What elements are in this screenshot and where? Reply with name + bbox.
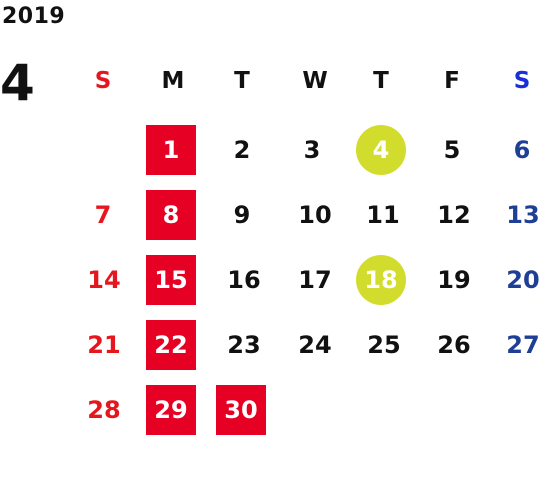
day-cell-18[interactable]: 18: [356, 255, 406, 305]
day-cell-19[interactable]: 19: [429, 255, 479, 305]
day-number: 29: [154, 396, 188, 424]
day-cell-25[interactable]: 25: [359, 320, 409, 370]
day-cell-9[interactable]: 9: [217, 190, 267, 240]
day-number: 26: [437, 331, 471, 359]
month-number: 4: [0, 54, 35, 112]
day-cell-3[interactable]: 3: [287, 125, 337, 175]
weekday-tuesday: T: [234, 68, 250, 94]
day-number: 13: [506, 201, 540, 229]
day-cell-23[interactable]: 23: [219, 320, 269, 370]
day-number: 7: [94, 201, 112, 229]
day-number: 22: [154, 331, 188, 359]
day-cell-27[interactable]: 27: [498, 320, 548, 370]
day-number: 19: [437, 266, 471, 294]
day-number: 11: [366, 201, 400, 229]
day-cell-11[interactable]: 11: [358, 190, 408, 240]
day-cell-10[interactable]: 10: [290, 190, 340, 240]
day-cell-2[interactable]: 2: [217, 125, 267, 175]
day-cell-28[interactable]: 28: [79, 385, 129, 435]
weekday-wednesday: W: [302, 68, 328, 94]
day-number: 4: [372, 136, 390, 164]
day-number: 17: [298, 266, 332, 294]
day-cell-13[interactable]: 13: [498, 190, 548, 240]
day-number: 24: [298, 331, 332, 359]
day-cell-1[interactable]: 1: [146, 125, 196, 175]
day-cell-14[interactable]: 14: [79, 255, 129, 305]
day-number: 23: [227, 331, 261, 359]
day-cell-15[interactable]: 15: [146, 255, 196, 305]
day-number: 5: [443, 136, 461, 164]
day-number: 3: [303, 136, 321, 164]
day-number: 25: [367, 331, 401, 359]
day-number: 9: [233, 201, 251, 229]
weekday-sunday: S: [94, 68, 112, 94]
year-label: 2019: [2, 4, 66, 29]
day-number: 18: [364, 266, 398, 294]
day-number: 16: [227, 266, 261, 294]
day-number: 12: [437, 201, 471, 229]
weekday-saturday: S: [513, 68, 531, 94]
day-cell-16[interactable]: 16: [219, 255, 269, 305]
day-cell-8[interactable]: 8: [146, 190, 196, 240]
day-number: 30: [224, 396, 258, 424]
day-cell-26[interactable]: 26: [429, 320, 479, 370]
day-number: 6: [513, 136, 531, 164]
day-cell-5[interactable]: 5: [427, 125, 477, 175]
day-number: 27: [506, 331, 540, 359]
day-cell-17[interactable]: 17: [290, 255, 340, 305]
day-number: 21: [87, 331, 121, 359]
day-cell-20[interactable]: 20: [498, 255, 548, 305]
day-number: 28: [87, 396, 121, 424]
day-cell-24[interactable]: 24: [290, 320, 340, 370]
day-number: 2: [233, 136, 251, 164]
weekday-monday: M: [161, 68, 185, 94]
day-number: 1: [162, 136, 180, 164]
day-number: 20: [506, 266, 540, 294]
day-number: 10: [298, 201, 332, 229]
day-cell-12[interactable]: 12: [429, 190, 479, 240]
day-cell-29[interactable]: 29: [146, 385, 196, 435]
day-cell-6[interactable]: 6: [497, 125, 547, 175]
day-number: 8: [162, 201, 180, 229]
weekday-thursday: T: [373, 68, 389, 94]
day-cell-30[interactable]: 30: [216, 385, 266, 435]
day-cell-7[interactable]: 7: [78, 190, 128, 240]
weekday-friday: F: [444, 68, 460, 94]
day-cell-4[interactable]: 4: [356, 125, 406, 175]
day-cell-21[interactable]: 21: [79, 320, 129, 370]
day-cell-22[interactable]: 22: [146, 320, 196, 370]
day-number: 14: [87, 266, 121, 294]
day-number: 15: [154, 266, 188, 294]
